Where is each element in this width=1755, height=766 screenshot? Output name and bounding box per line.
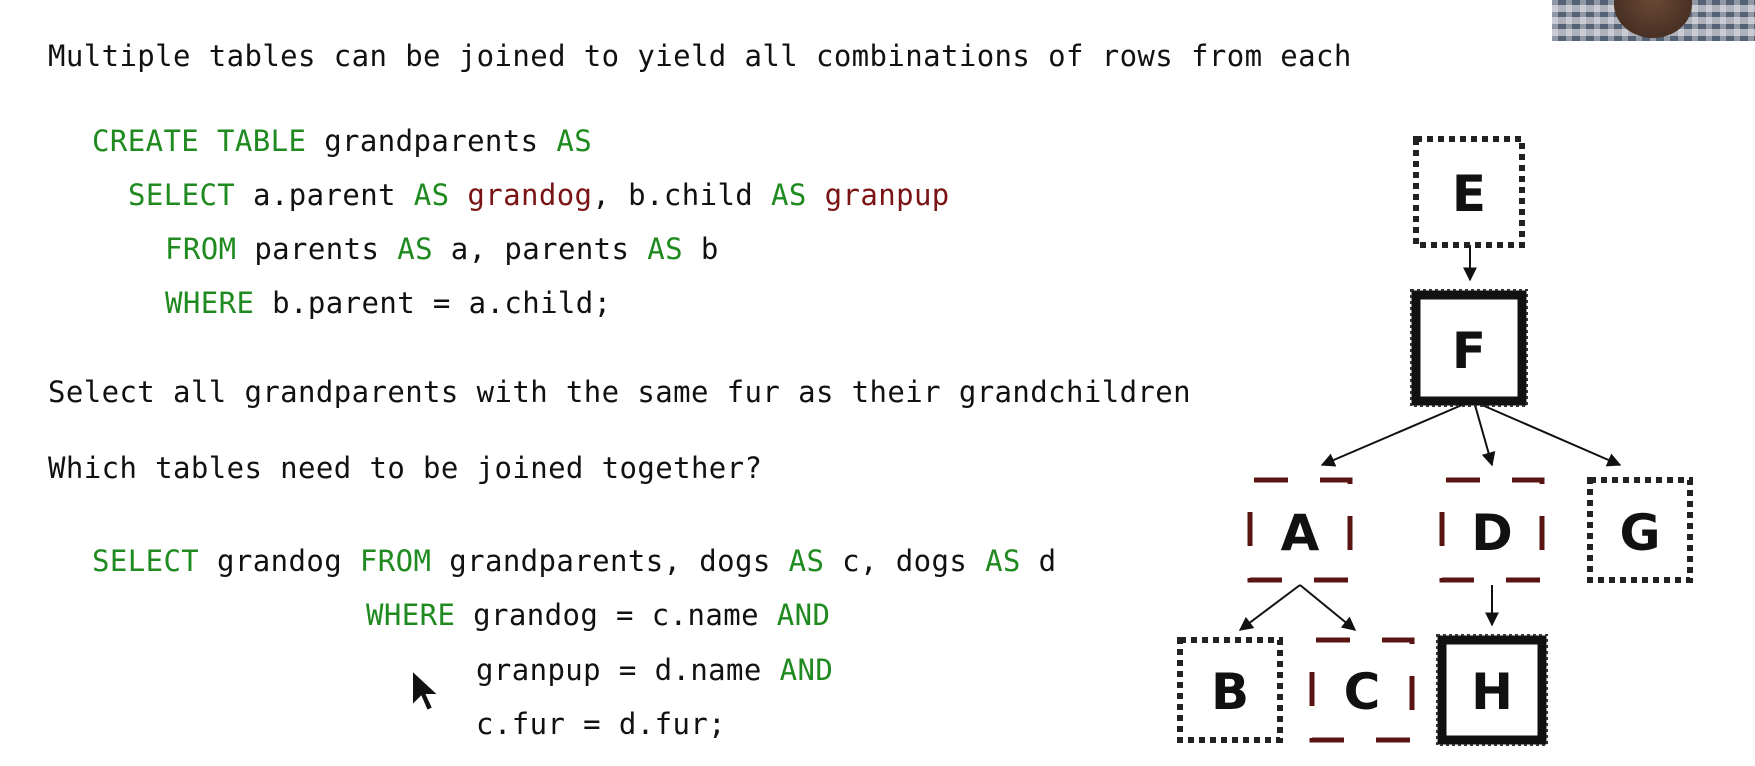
- query1-line2: SELECT a.parent AS grandog, b.child AS g…: [128, 177, 950, 213]
- node-label: D: [1471, 504, 1513, 562]
- edge-a-b: [1238, 584, 1301, 631]
- tree-node-c: C: [1309, 637, 1415, 743]
- keyword: WHERE: [366, 598, 456, 632]
- code-text: parents: [236, 232, 398, 266]
- tree-node-h: H: [1436, 634, 1548, 746]
- code-text: grandparents, dogs: [431, 544, 789, 578]
- query2-line4: c.fur = d.fur;: [476, 706, 726, 742]
- node-label: H: [1471, 663, 1513, 721]
- tree-node-g: G: [1587, 477, 1693, 583]
- keyword: CREATE TABLE: [92, 124, 307, 158]
- presenter-webcam-thumbnail: [1552, 0, 1755, 41]
- keyword: FROM: [359, 544, 432, 578]
- alias-name: granpup: [824, 178, 950, 212]
- keyword: AS: [413, 178, 450, 212]
- code-text: , b.child: [592, 178, 772, 212]
- code-text: c, dogs: [824, 544, 986, 578]
- keyword: AS: [985, 544, 1021, 578]
- prompt-which-tables: Which tables need to be joined together?: [48, 451, 763, 485]
- query1-line1: CREATE TABLE grandparents AS: [92, 123, 592, 159]
- presenter-face: [1614, 0, 1692, 38]
- code-text: grandog = c.name: [455, 598, 777, 632]
- keyword: AND: [779, 653, 834, 687]
- query2-line1: SELECT grandog FROM grandparents, dogs A…: [92, 543, 1057, 579]
- code-text: granpup = d.name: [476, 653, 780, 687]
- code-text: d: [1020, 544, 1057, 578]
- keyword: SELECT: [92, 544, 200, 578]
- keyword: SELECT: [128, 178, 236, 212]
- query1-line4: WHERE b.parent = a.child;: [165, 285, 612, 321]
- alias-name: grandog: [467, 178, 593, 212]
- edge-f-g: [1481, 404, 1622, 467]
- keyword: AS: [647, 232, 683, 266]
- tree-node-a: A: [1247, 477, 1353, 583]
- edge-f-a: [1320, 404, 1463, 467]
- keyword: WHERE: [165, 286, 255, 320]
- code-text: grandparents: [306, 124, 557, 158]
- keyword: AS: [397, 232, 433, 266]
- slide-heading: Multiple tables can be joined to yield a…: [48, 39, 1352, 73]
- keyword: AND: [776, 598, 831, 632]
- query2-line2: WHERE grandog = c.name AND: [366, 597, 830, 633]
- tree-node-e: E: [1413, 136, 1525, 248]
- code-text: c.fur = d.fur;: [476, 707, 727, 741]
- node-label: A: [1281, 504, 1320, 562]
- code-text: b.parent = a.child;: [254, 286, 612, 320]
- edge-a-c: [1299, 584, 1357, 631]
- keyword: AS: [788, 544, 825, 578]
- query2-line3: granpup = d.name AND: [476, 652, 833, 688]
- node-label: F: [1452, 322, 1486, 380]
- tree-node-f: F: [1410, 289, 1528, 407]
- prompt-same-fur: Select all grandparents with the same fu…: [48, 375, 1192, 409]
- edge-f-d: [1474, 404, 1496, 467]
- tree-node-d: D: [1439, 477, 1545, 583]
- node-label: E: [1452, 165, 1486, 223]
- keyword: FROM: [165, 232, 237, 266]
- code-text: a, parents: [432, 232, 648, 266]
- tree-node-b: B: [1177, 637, 1283, 743]
- node-label: B: [1211, 663, 1249, 721]
- mouse-pointer-icon: [411, 668, 440, 713]
- code-text: [807, 178, 825, 212]
- family-tree-diagram: E F A D G B C H: [1177, 136, 1693, 746]
- keyword: AS: [771, 178, 807, 212]
- tree-edges: [1238, 245, 1622, 631]
- code-text: a.parent: [235, 178, 414, 212]
- code-text: b: [683, 232, 719, 266]
- code-text: grandog: [199, 544, 360, 578]
- node-label: G: [1619, 504, 1660, 562]
- query1-line3: FROM parents AS a, parents AS b: [165, 231, 719, 267]
- node-label: C: [1344, 663, 1381, 721]
- code-text: [450, 178, 468, 212]
- keyword: AS: [556, 124, 593, 158]
